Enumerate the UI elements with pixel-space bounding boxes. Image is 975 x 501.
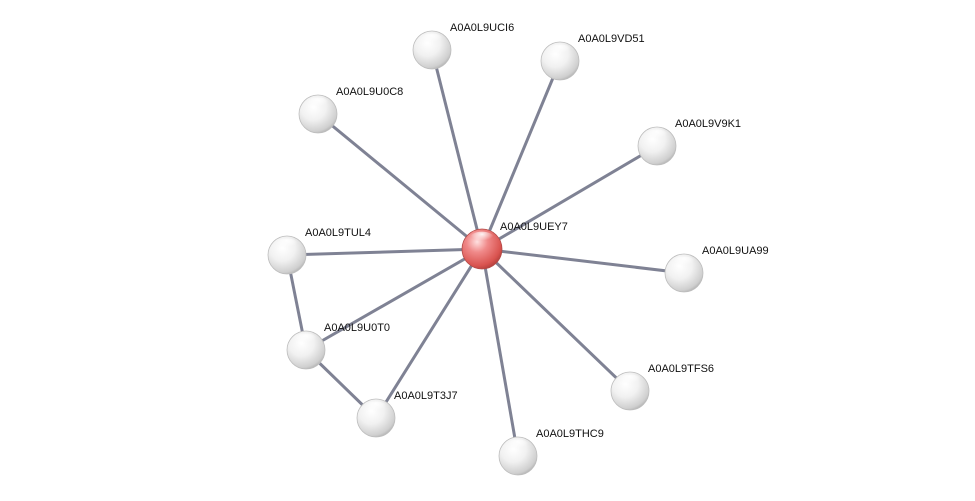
edge-a0a0l9uey7-a0a0l9ua99[interactable] bbox=[480, 247, 686, 275]
edge-a0a0l9uey7-a0a0l9uci6[interactable] bbox=[430, 48, 484, 251]
edge-a0a0l9uey7-a0a0l9tfs6[interactable] bbox=[480, 247, 632, 393]
node-highlight bbox=[420, 33, 444, 46]
node-a0a0l9uey7[interactable]: A0A0L9UEY7 bbox=[461, 221, 568, 270]
node-highlight bbox=[306, 97, 330, 110]
edge-a0a0l9uey7-a0a0l9t3j7[interactable] bbox=[374, 247, 484, 420]
edge-a0a0l9uey7-a0a0l9u0c8[interactable] bbox=[316, 112, 484, 251]
node-a0a0l9u0t0[interactable]: A0A0L9U0T0 bbox=[286, 322, 390, 370]
node-a0a0l9u0c8[interactable]: A0A0L9U0C8 bbox=[298, 86, 403, 134]
node-highlight bbox=[275, 238, 299, 251]
node-highlight bbox=[364, 401, 388, 414]
node-highlight bbox=[294, 333, 318, 346]
node-highlight bbox=[672, 256, 696, 269]
node-a0a0l9v9k1[interactable]: A0A0L9V9K1 bbox=[637, 118, 741, 166]
node-label: A0A0L9UCI6 bbox=[450, 22, 514, 34]
node-label: A0A0L9UEY7 bbox=[500, 221, 568, 233]
node-label: A0A0L9U0T0 bbox=[324, 322, 390, 334]
node-label: A0A0L9U0C8 bbox=[336, 86, 403, 98]
node-label: A0A0L9TFS6 bbox=[648, 363, 714, 375]
node-label: A0A0L9UA99 bbox=[702, 245, 769, 257]
node-a0a0l9t3j7[interactable]: A0A0L9T3J7 bbox=[356, 390, 458, 438]
node-highlight bbox=[548, 44, 572, 57]
node-label: A0A0L9T3J7 bbox=[394, 390, 458, 402]
edge-a0a0l9uey7-a0a0l9u0t0[interactable] bbox=[304, 247, 484, 352]
node-a0a0l9uci6[interactable]: A0A0L9UCI6 bbox=[412, 22, 514, 70]
node-highlight bbox=[470, 231, 494, 245]
node-label: A0A0L9TUL4 bbox=[305, 227, 371, 239]
node-a0a0l9tfs6[interactable]: A0A0L9TFS6 bbox=[610, 363, 714, 411]
nodes-layer: A0A0L9UEY7 A0A0L9UCI6A0A0L9VD51A0A0L9U0C8… bbox=[267, 22, 769, 476]
node-highlight bbox=[506, 439, 530, 452]
node-label: A0A0L9VD51 bbox=[578, 33, 645, 45]
node-a0a0l9vd51[interactable]: A0A0L9VD51 bbox=[540, 33, 645, 81]
node-a0a0l9ua99[interactable]: A0A0L9UA99 bbox=[664, 245, 769, 293]
node-a0a0l9tul4[interactable]: A0A0L9TUL4 bbox=[267, 227, 371, 275]
edge-a0a0l9uey7-a0a0l9tul4[interactable] bbox=[285, 247, 484, 257]
edge-a0a0l9uey7-a0a0l9v9k1[interactable] bbox=[480, 144, 659, 251]
node-highlight bbox=[645, 129, 669, 142]
node-label: A0A0L9V9K1 bbox=[675, 118, 741, 130]
edge-a0a0l9uey7-a0a0l9thc9[interactable] bbox=[480, 247, 520, 458]
node-a0a0l9thc9[interactable]: A0A0L9THC9 bbox=[498, 428, 604, 476]
edge-a0a0l9uey7-a0a0l9vd51[interactable] bbox=[480, 59, 562, 251]
node-label: A0A0L9THC9 bbox=[536, 428, 604, 440]
node-highlight bbox=[618, 374, 642, 387]
